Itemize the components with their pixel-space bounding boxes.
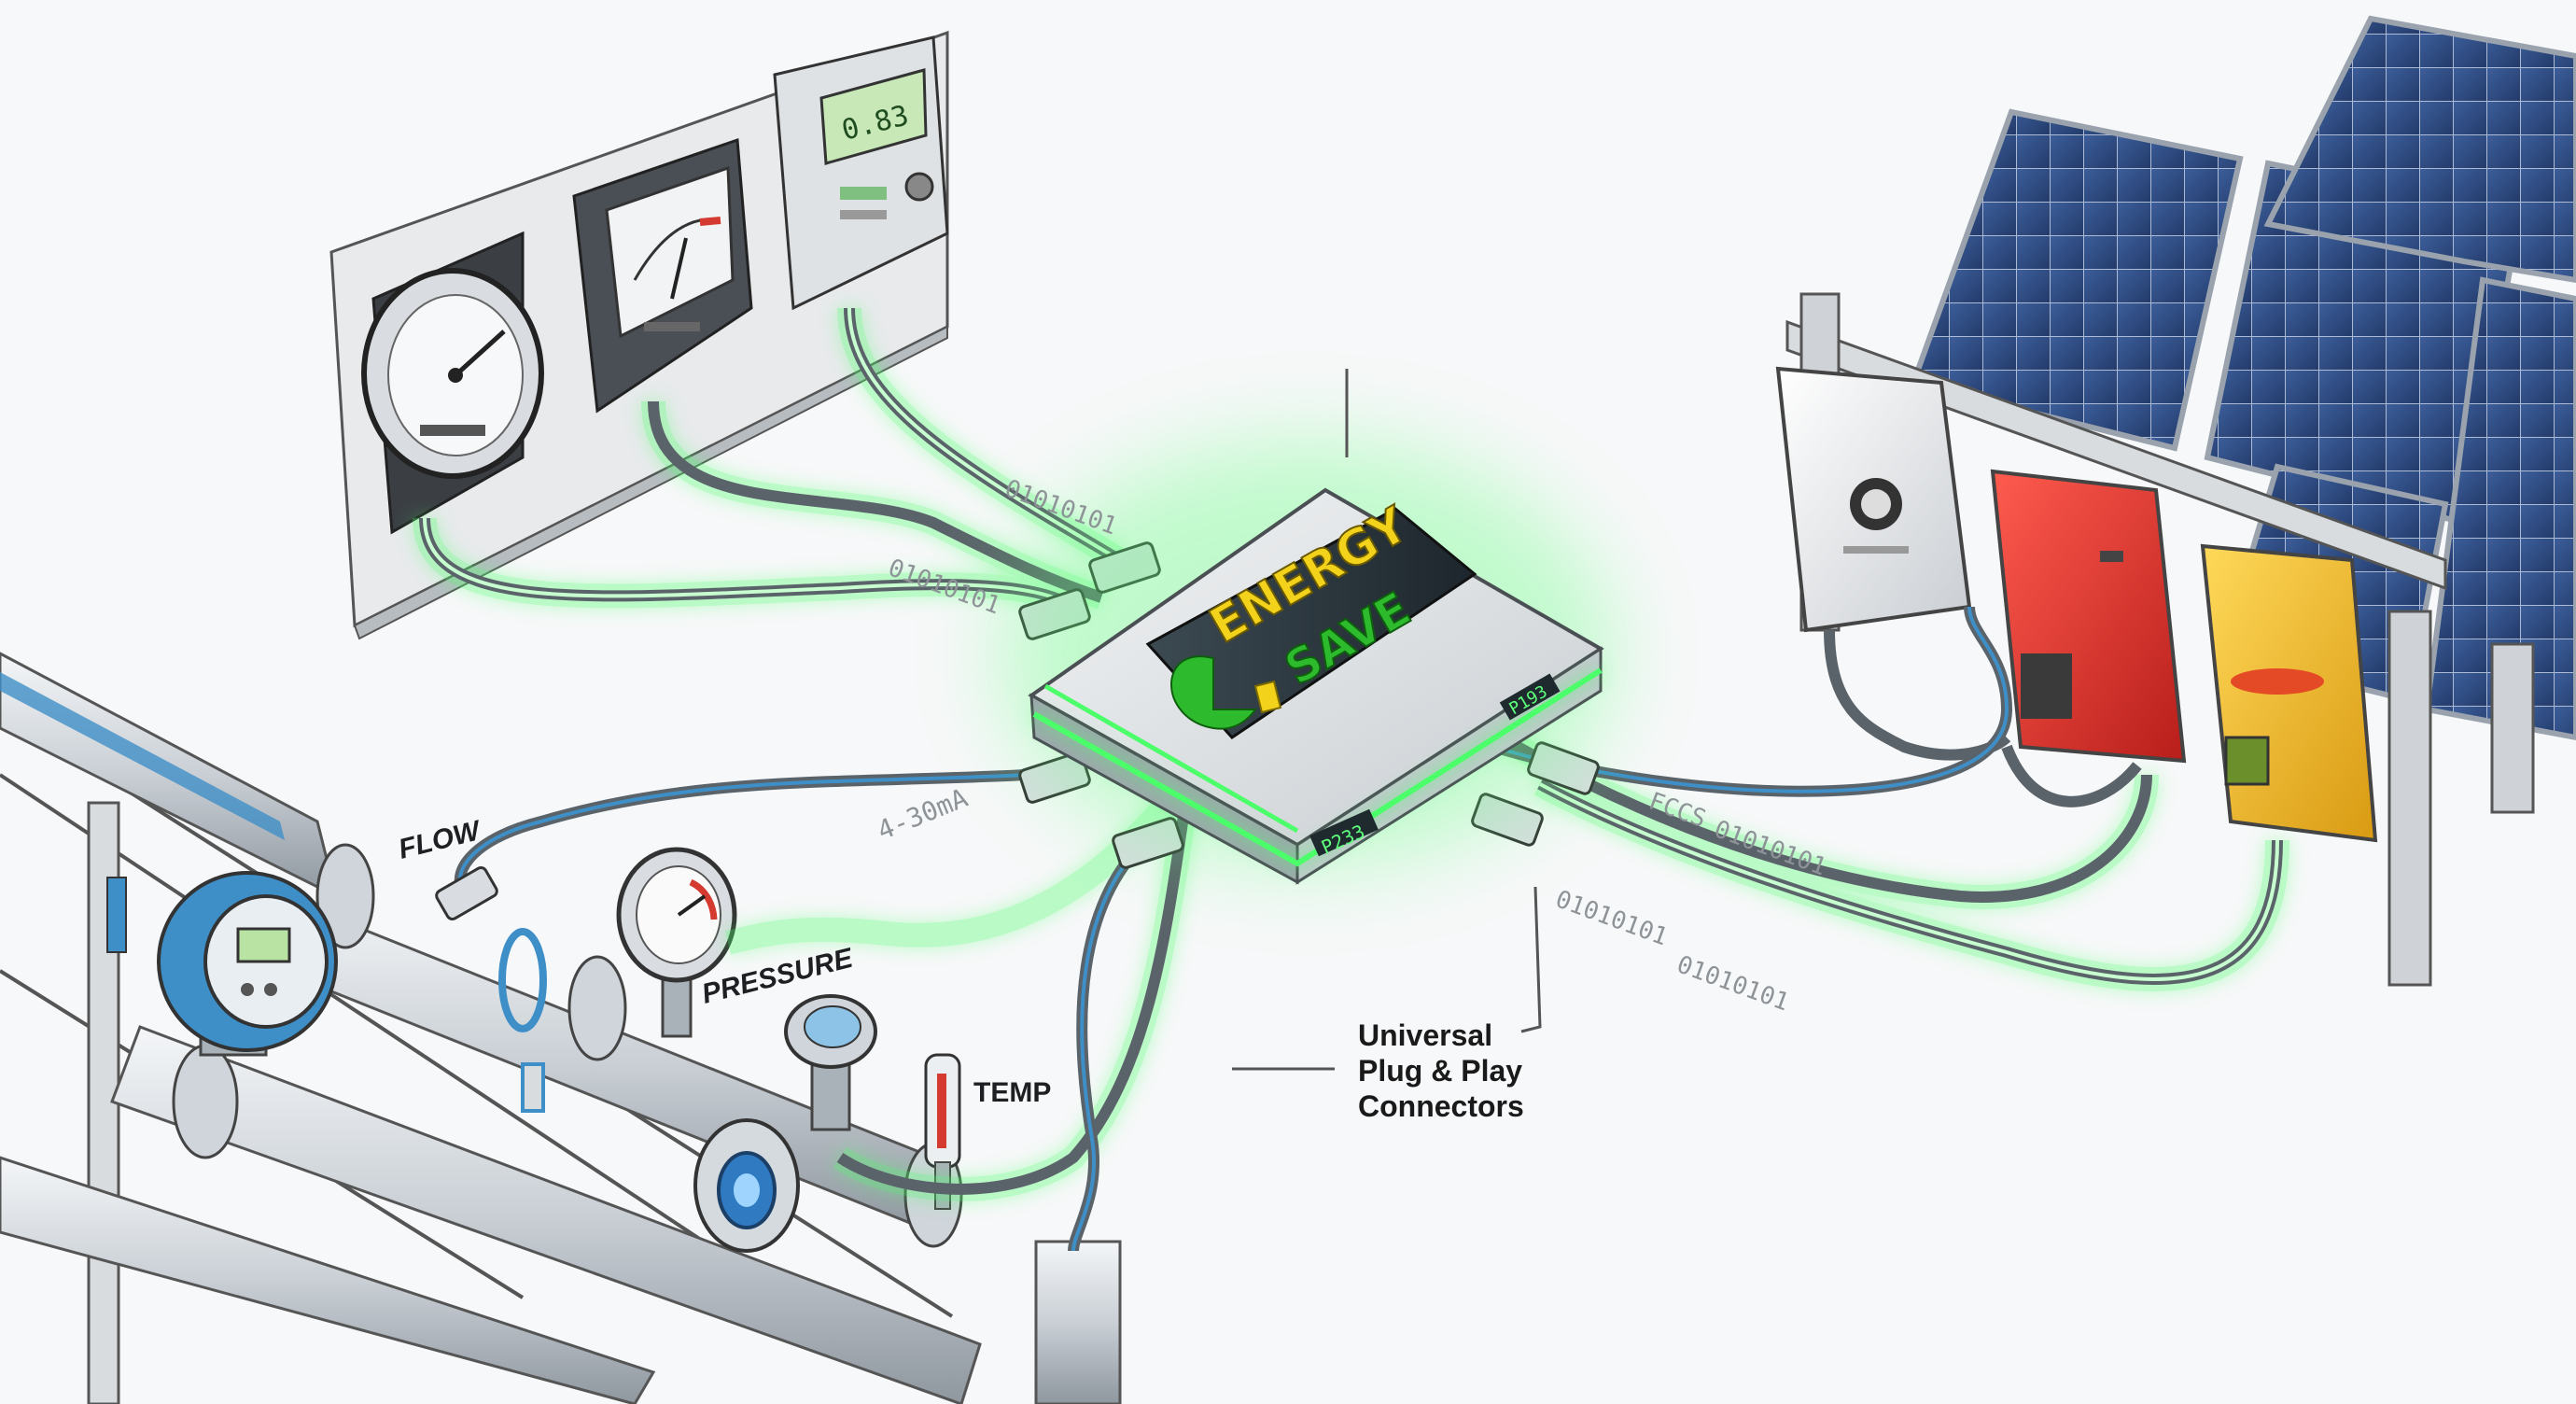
binary-stream-5: 01010101 [1673,950,1793,1017]
flow-meter [157,871,338,1057]
energy-save-hub[interactable]: ENERGY SAVE P233 P193 [999,439,1615,885]
pipe-system [0,652,1122,1404]
red-inverter [1990,469,2187,764]
needle-gauge-meter [572,137,753,414]
pipe-valve [693,994,877,1253]
signal-label: 4-30mA [873,782,972,847]
digital-smart-meter: 0.83 [773,35,949,311]
white-inverter [1775,366,1972,633]
binary-stream-4: 01010101 [1552,885,1672,951]
callout-line2: Plug & Play [1358,1054,1522,1088]
pressure-gauge [616,847,737,1038]
cables [413,307,2289,1252]
callout-line3: Connectors [1358,1089,1524,1123]
yellow-inverter [2200,543,2378,843]
solar-array [1785,15,2576,987]
universal-connectors-callout: Universal Plug & Play Connectors [1232,369,1542,1123]
meter-wall-panel: 0.83 [329,30,949,640]
temp-label: TEMP [973,1077,1051,1108]
analog-dial-meter [361,231,544,535]
callout-line1: Universal [1358,1018,1492,1052]
